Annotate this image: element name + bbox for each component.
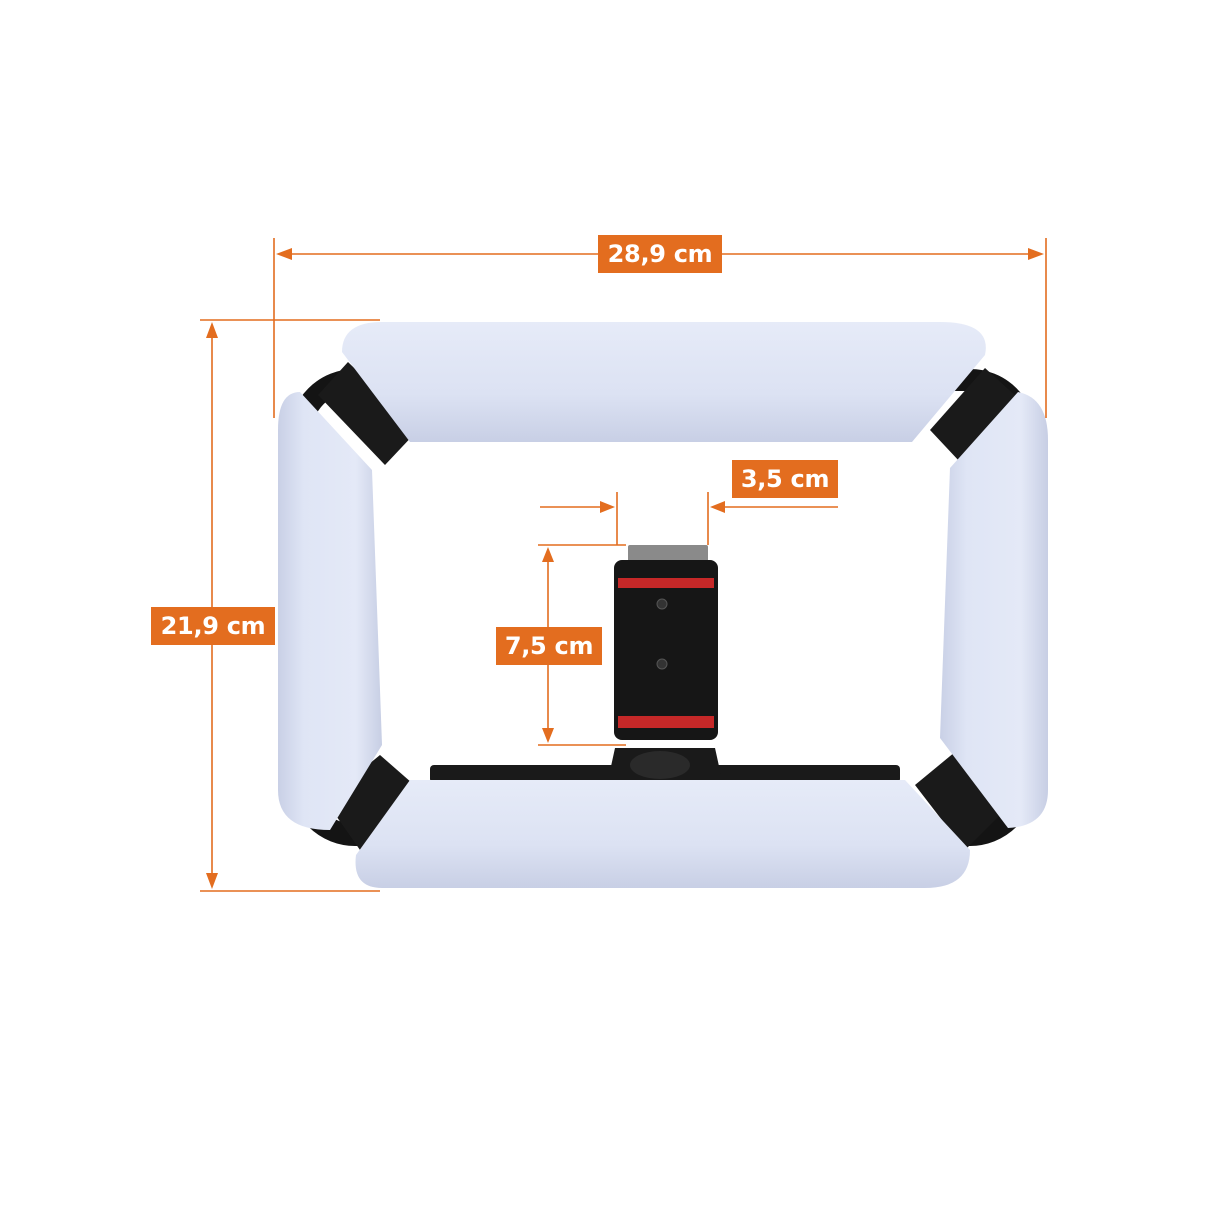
top-light-panel (342, 322, 986, 442)
bottom-light-panel (355, 780, 970, 888)
phone-clamp-body (614, 560, 718, 740)
left-light-panel (278, 392, 382, 830)
phone-holder (608, 545, 722, 780)
screw-icon (656, 598, 668, 610)
corner-bracket-bottom-right (915, 752, 1000, 850)
height-dimension-label: 21,9 cm (151, 607, 275, 645)
clamp-top-grip (618, 578, 714, 588)
holder-width-label: 3,5 cm (732, 460, 838, 498)
width-dimension-label: 28,9 cm (598, 235, 722, 273)
arrow-left-icon (276, 248, 292, 260)
arrow-down-icon (206, 873, 218, 889)
right-light-panel (940, 392, 1048, 828)
corner-bracket-top-right (930, 368, 1018, 462)
arrow-down-icon (542, 728, 554, 743)
corner-bracket-bottom-left (325, 755, 420, 850)
mount-knob (630, 751, 690, 779)
corner-bracket-top-left (318, 362, 418, 465)
arrow-right-icon (1028, 248, 1044, 260)
arrow-up-icon (542, 547, 554, 562)
holder-height-label: 7,5 cm (496, 627, 602, 665)
screw-icon (656, 658, 668, 670)
clamp-bottom-grip (618, 716, 714, 728)
light-panels (278, 322, 1048, 888)
arrow-left-icon (710, 501, 725, 513)
arrow-up-icon (206, 322, 218, 338)
arrow-right-icon (600, 501, 615, 513)
